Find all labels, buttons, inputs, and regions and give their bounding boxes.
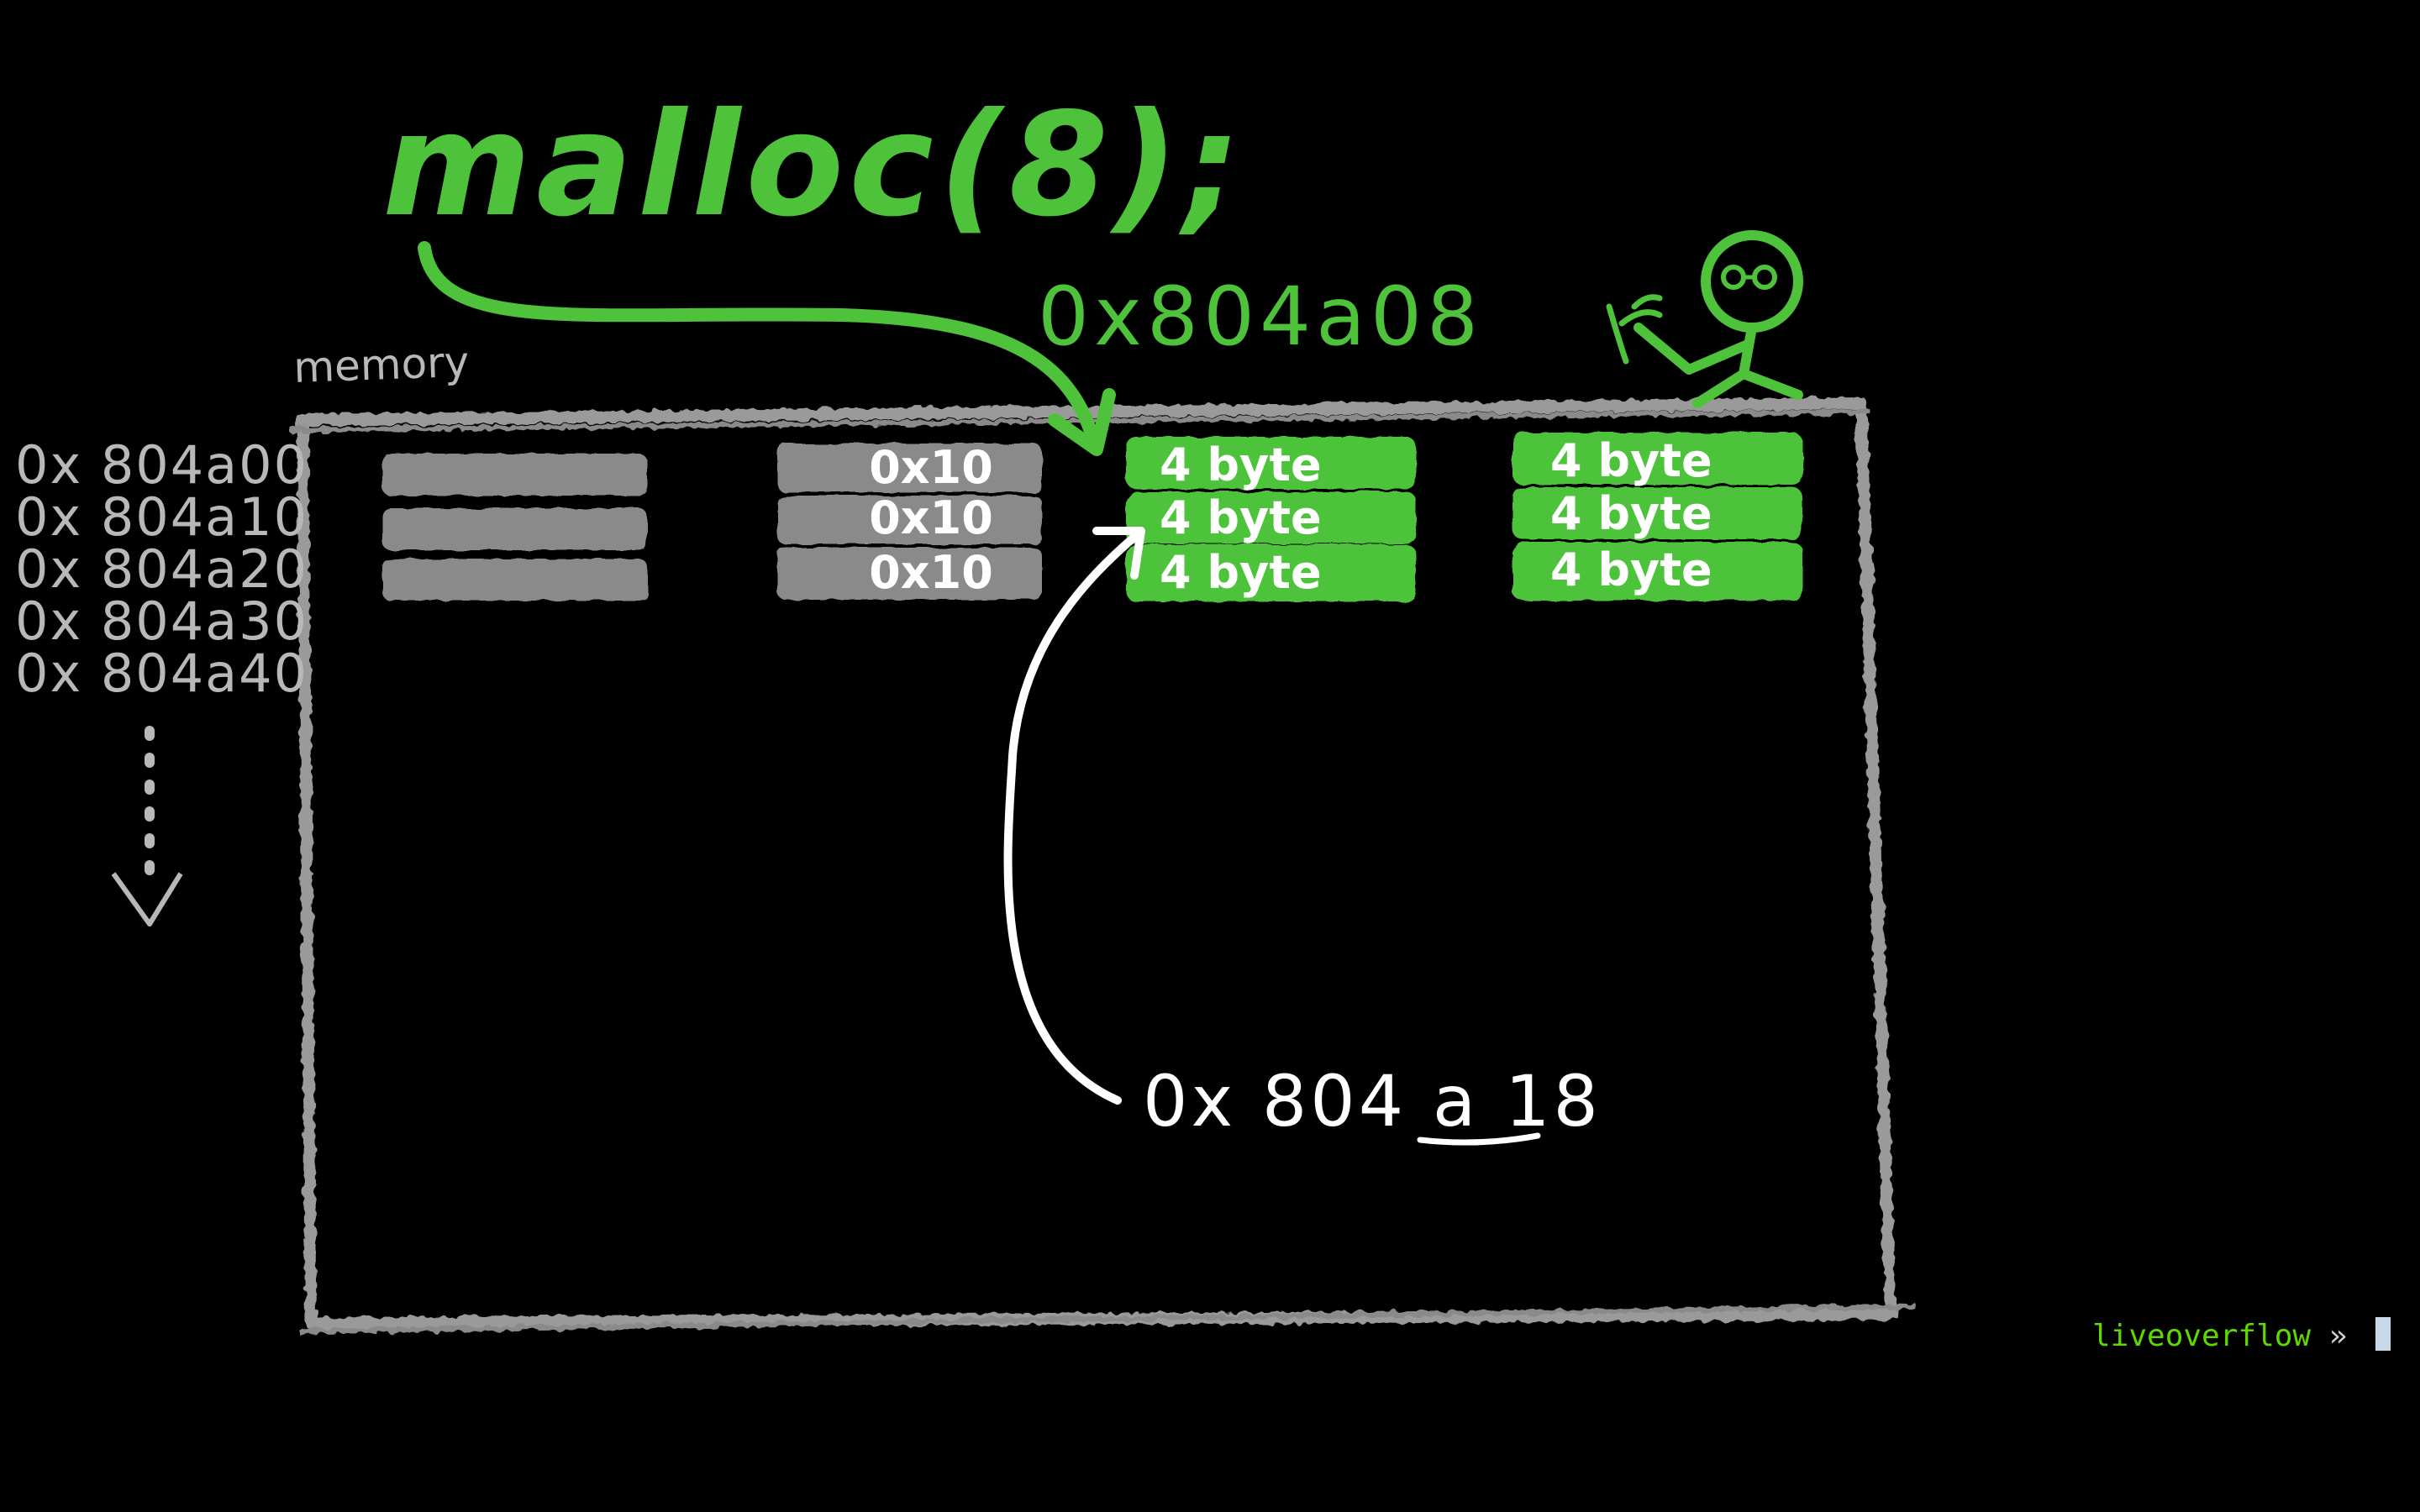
chunk-header: 0x10 0x10 0x10 [777, 441, 1042, 600]
pointed-address-label: 0x 804 a 18 [1143, 1060, 1602, 1142]
chunk-b-word-1: 4 byte [1550, 487, 1712, 540]
pointer-arrow-icon [1003, 527, 1145, 1105]
allocated-chunk-b: 4 byte 4 byte 4 byte [1512, 433, 1802, 601]
down-arrow-icon [111, 726, 183, 927]
address-underline [1417, 1132, 1541, 1146]
memory-label: memory [292, 338, 470, 392]
row-address-2: 0x 804a20 [15, 538, 308, 600]
terminal-separator: » [2328, 1319, 2348, 1353]
chunk-b-word-2: 4 byte [1550, 543, 1712, 596]
header-size-2: 0x10 [869, 546, 993, 599]
header-size-1: 0x10 [869, 491, 993, 544]
chunk-a-word-0: 4 byte [1160, 438, 1322, 491]
terminal-user: liveoverflow [2092, 1319, 2312, 1353]
terminal-cursor [2375, 1317, 2391, 1351]
free-chunk-blocks [382, 454, 647, 601]
chunk-a-word-2: 4 byte [1160, 546, 1322, 599]
row-address-4: 0x 804a40 [15, 643, 308, 704]
chunk-a-word-1: 4 byte [1160, 491, 1322, 544]
chunk-b-word-0: 4 byte [1550, 434, 1712, 487]
curved-arrow-icon [418, 241, 1116, 456]
header-size-0: 0x10 [869, 441, 993, 494]
row-address-0: 0x 804a00 [15, 434, 308, 496]
row-address-1: 0x 804a10 [15, 486, 308, 548]
returned-address-label: 0x804a08 [1038, 270, 1483, 364]
terminal-prompt[interactable]: liveoverflow » [2092, 1317, 2391, 1353]
row-address-3: 0x 804a30 [15, 591, 308, 652]
malloc-call-label: malloc(8); [382, 82, 1246, 249]
allocated-chunk-a: 4 byte 4 byte 4 byte [1126, 437, 1416, 601]
stick-figure-icon [1606, 230, 1803, 408]
